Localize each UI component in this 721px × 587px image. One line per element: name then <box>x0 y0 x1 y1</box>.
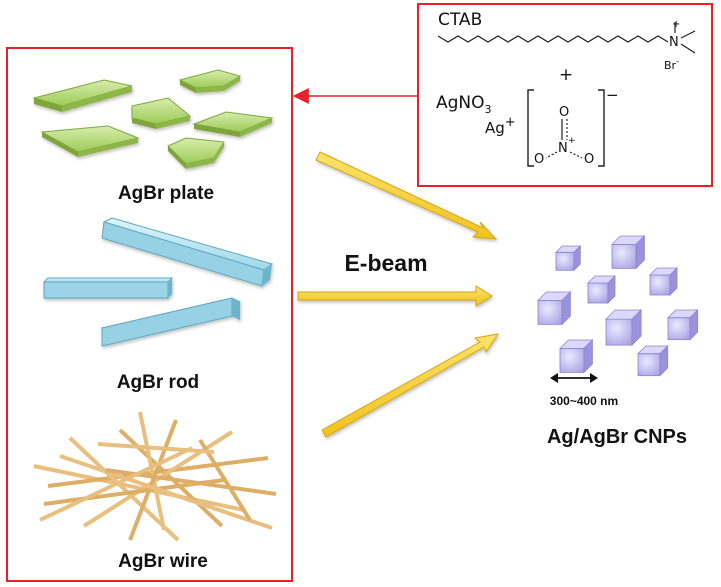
ag-agbr-cubes <box>537 235 699 377</box>
agbr-wires <box>33 411 277 542</box>
plus-sign: + <box>559 65 573 85</box>
agbr-wire-label: AgBr wire <box>118 551 208 572</box>
cube-particle <box>637 345 669 377</box>
agbr-plates <box>32 69 274 169</box>
rod-1 <box>101 217 274 287</box>
nitrate-n: N <box>558 141 568 156</box>
arrow-bottom <box>321 333 500 438</box>
plate-6 <box>167 137 225 169</box>
plate-5 <box>40 125 140 157</box>
scale-label: 300~400 nm <box>550 394 618 408</box>
ammonium-charge: + <box>672 19 680 30</box>
ctab-chain <box>437 35 669 43</box>
rod-3 <box>100 297 242 347</box>
ctab-label: CTAB <box>438 10 482 30</box>
cube-particle <box>555 245 582 272</box>
ammonium-n: N <box>669 35 679 50</box>
agbr-plate-label: AgBr plate <box>118 183 214 204</box>
ebeam-label: E-beam <box>344 250 427 276</box>
nitrate-o-left: O <box>534 152 544 167</box>
reagent-box <box>417 3 713 187</box>
ammonium-methyls <box>674 22 696 54</box>
nitrate-o-right: O <box>584 152 594 167</box>
nitrate-brackets <box>527 89 605 167</box>
nitrate-charge: − <box>606 86 619 104</box>
plate-3 <box>131 97 192 129</box>
arrow-top <box>315 151 498 240</box>
arrow-middle <box>297 285 493 307</box>
rod-2 <box>42 277 174 299</box>
bromide-label: Br- <box>664 57 679 72</box>
cube-particle <box>587 275 616 304</box>
plate-2 <box>178 69 242 93</box>
cube-particle <box>559 339 594 374</box>
scale-bar <box>550 373 598 383</box>
nitrate-bonds <box>545 119 583 159</box>
product-label: Ag/AgBr CNPs <box>547 426 687 448</box>
plate-1 <box>32 79 133 112</box>
cube-particle <box>611 235 646 270</box>
ag-cation: Ag+ <box>485 115 516 137</box>
left-panel-frame <box>6 47 293 582</box>
agno3-label: AgNO3 <box>436 93 492 116</box>
ebeam-arrows <box>297 151 500 438</box>
agbr-rod-label: AgBr rod <box>117 372 199 393</box>
cube-particle <box>605 309 643 347</box>
cube-particle <box>537 291 572 326</box>
cube-particle <box>667 309 699 341</box>
nitrate-n-charge: + <box>568 136 576 146</box>
cube-particle <box>649 267 678 296</box>
plate-4 <box>192 111 274 137</box>
nitrate-o-top: O <box>559 105 569 120</box>
agbr-rods <box>42 217 274 347</box>
